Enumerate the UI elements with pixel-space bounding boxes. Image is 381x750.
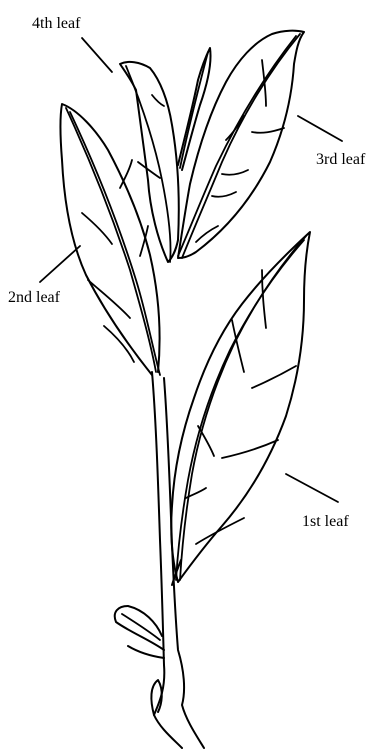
label-4th-leaf: 4th leaf (32, 15, 112, 72)
leader-line-1st (286, 474, 338, 502)
label-1st-leaf: 1st leaf (286, 474, 349, 530)
leader-line-3rd (298, 116, 342, 141)
label-3rd-leaf: 3rd leaf (298, 116, 366, 168)
label-2nd-leaf: 2nd leaf (8, 246, 80, 306)
label-4th-leaf-text: 4th leaf (32, 15, 81, 32)
stem (115, 372, 204, 748)
leaf-1 (171, 232, 310, 582)
label-2nd-leaf-text: 2nd leaf (8, 289, 61, 306)
leaf-2 (61, 104, 161, 375)
leader-line-4th (82, 38, 112, 72)
leader-line-2nd (40, 246, 80, 282)
leaf-3 (178, 31, 304, 258)
label-3rd-leaf-text: 3rd leaf (316, 151, 366, 168)
label-1st-leaf-text: 1st leaf (302, 513, 349, 530)
